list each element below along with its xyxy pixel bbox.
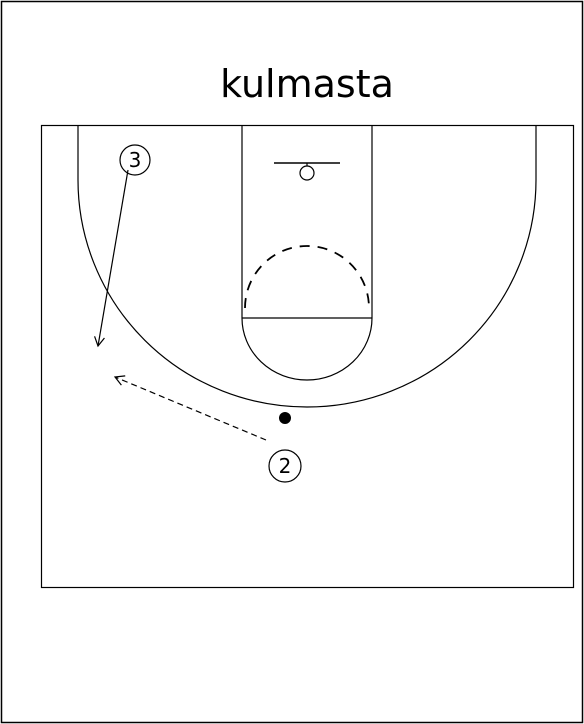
player-3-marker: 3 xyxy=(119,144,151,176)
lane-key xyxy=(241,126,373,319)
player-label: 3 xyxy=(129,148,142,172)
player-label: 2 xyxy=(279,454,292,478)
page-title: kulmasta xyxy=(220,62,394,106)
hoop-ring xyxy=(299,165,315,181)
ball xyxy=(279,412,291,424)
player-circle xyxy=(119,144,151,176)
player-2-marker: 2 xyxy=(268,449,302,483)
cut-arrow xyxy=(94,169,129,348)
pass-arrow xyxy=(113,375,267,441)
court-boundary xyxy=(40,124,575,589)
three-point-line xyxy=(77,126,537,408)
free-throw-circle-solid xyxy=(241,317,373,381)
player-circle xyxy=(268,449,302,483)
free-throw-circle-dashed xyxy=(244,245,370,309)
